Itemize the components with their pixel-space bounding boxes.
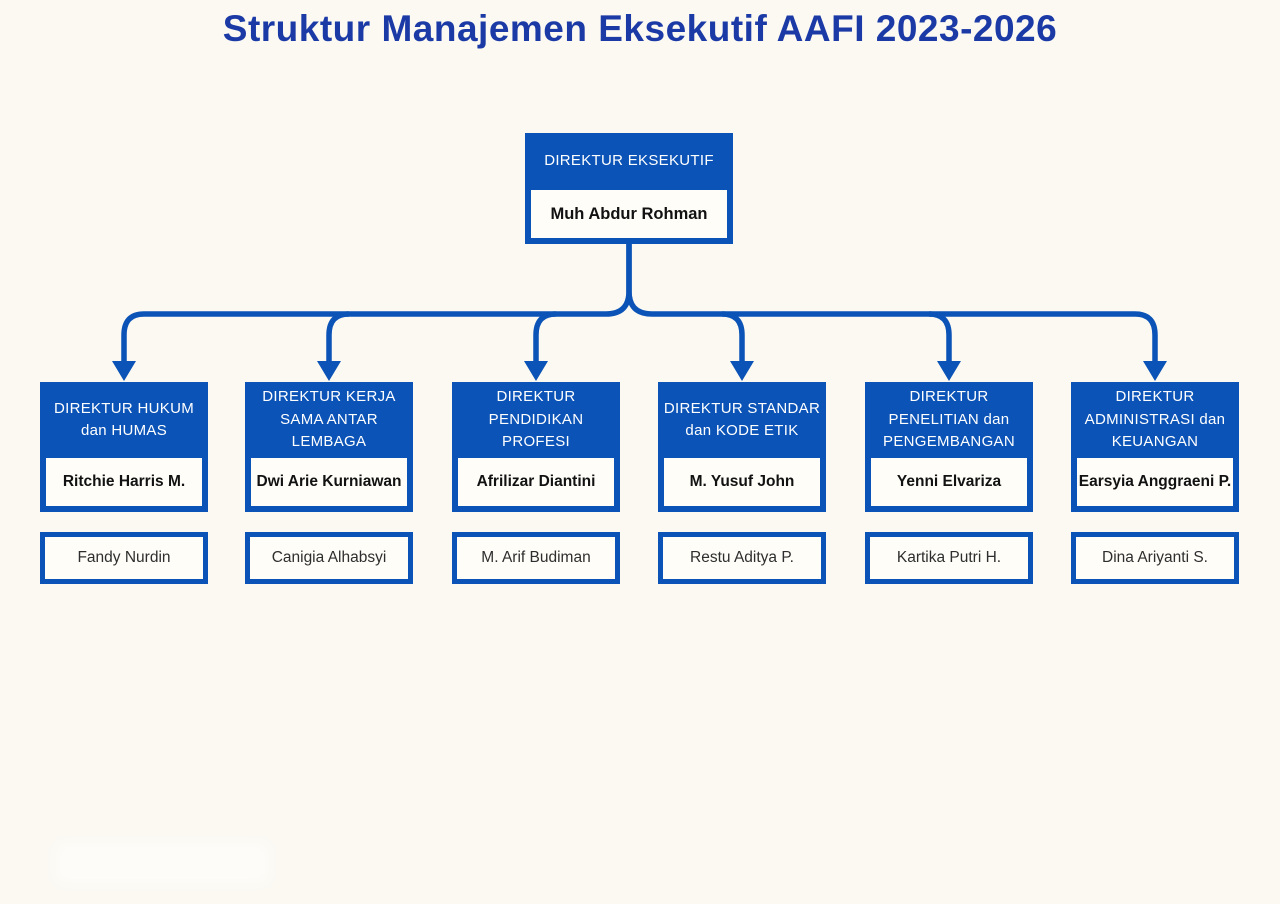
department-member-label: Kartika Putri H.: [896, 549, 1002, 566]
watermark: [55, 842, 270, 884]
column-pendidikan-profesi: DIREKTUR PENDIDIKAN PROFESI Afrilizar Di…: [452, 382, 620, 584]
department-head-label: Afrilizar Diantini: [458, 458, 614, 506]
department-member-box: Dina Ariyanti S.: [1071, 532, 1239, 584]
department-member-label: M. Arif Budiman: [481, 549, 591, 566]
arrow-down-icon: [112, 361, 136, 381]
department-head-label: Ritchie Harris M.: [46, 458, 202, 506]
department-box: DIREKTUR KERJA SAMA ANTAR LEMBAGA Dwi Ar…: [245, 382, 413, 512]
connector-stem-left: [121, 241, 632, 365]
department-box: DIREKTUR ADMINISTRASI dan KEUANGAN Earsy…: [1071, 382, 1239, 512]
arrow-down-icon: [524, 361, 548, 381]
department-box: DIREKTUR PENELITIAN dan PENGEMBANGAN Yen…: [865, 382, 1033, 512]
connector-stem-right: [626, 241, 1158, 365]
department-role-label: DIREKTUR ADMINISTRASI dan KEUANGAN: [1084, 388, 1226, 451]
root-role-label: DIREKTUR EKSEKUTIF: [544, 152, 714, 170]
department-box: DIREKTUR HUKUM dan HUMAS Ritchie Harris …: [40, 382, 208, 512]
arrow-down-icon: [317, 361, 341, 381]
department-role-label: DIREKTUR PENELITIAN dan PENGEMBANGAN: [883, 388, 1015, 451]
department-member-label: Canigia Alhabsyi: [271, 549, 387, 566]
connector-branch-4: [721, 311, 745, 365]
arrow-down-icon: [730, 361, 754, 381]
department-role-label: DIREKTUR STANDAR dan KODE ETIK: [663, 399, 821, 440]
department-member-box: Kartika Putri H.: [865, 532, 1033, 584]
page-title: Struktur Manajemen Eksekutif AAFI 2023-2…: [222, 8, 1058, 49]
connector-branch-5: [928, 311, 952, 365]
column-hukum-humas: DIREKTUR HUKUM dan HUMAS Ritchie Harris …: [40, 382, 208, 584]
department-head-label: M. Yusuf John: [664, 458, 820, 506]
department-head-label: Dwi Arie Kurniawan: [251, 458, 407, 506]
department-member-box: Canigia Alhabsyi: [245, 532, 413, 584]
column-standar-kode-etik: DIREKTUR STANDAR dan KODE ETIK M. Yusuf …: [658, 382, 826, 584]
arrow-down-icon: [937, 361, 961, 381]
department-member-label: Restu Aditya P.: [690, 549, 794, 566]
department-box: DIREKTUR PENDIDIKAN PROFESI Afrilizar Di…: [452, 382, 620, 512]
department-member-box: Restu Aditya P.: [658, 532, 826, 584]
root-box: DIREKTUR EKSEKUTIF Muh Abdur Rohman: [525, 133, 733, 244]
department-head-label: Earsyia Anggraeni P.: [1077, 458, 1233, 506]
root-node-direktur-eksekutif: DIREKTUR EKSEKUTIF Muh Abdur Rohman: [525, 133, 733, 244]
department-member-box: M. Arif Budiman: [452, 532, 620, 584]
connector-branch-3: [533, 311, 557, 365]
root-name-label: Muh Abdur Rohman: [531, 190, 727, 238]
department-member-label: Fandy Nurdin: [77, 549, 171, 566]
column-administrasi-keuangan: DIREKTUR ADMINISTRASI dan KEUANGAN Earsy…: [1071, 382, 1239, 584]
department-member-label: Dina Ariyanti S.: [1102, 549, 1208, 566]
department-box: DIREKTUR STANDAR dan KODE ETIK M. Yusuf …: [658, 382, 826, 512]
column-kerja-sama-antar-lembaga: DIREKTUR KERJA SAMA ANTAR LEMBAGA Dwi Ar…: [245, 382, 413, 584]
department-role-label: DIREKTUR KERJA SAMA ANTAR LEMBAGA: [262, 388, 396, 451]
department-role-label: DIREKTUR HUKUM dan HUMAS: [53, 399, 195, 440]
department-member-box: Fandy Nurdin: [40, 532, 208, 584]
department-role-label: DIREKTUR PENDIDIKAN PROFESI: [488, 388, 584, 451]
connector-branch-2: [326, 311, 350, 365]
column-penelitian-pengembangan: DIREKTUR PENELITIAN dan PENGEMBANGAN Yen…: [865, 382, 1033, 584]
department-head-label: Yenni Elvariza: [871, 458, 1027, 506]
arrow-down-icon: [1143, 361, 1167, 381]
